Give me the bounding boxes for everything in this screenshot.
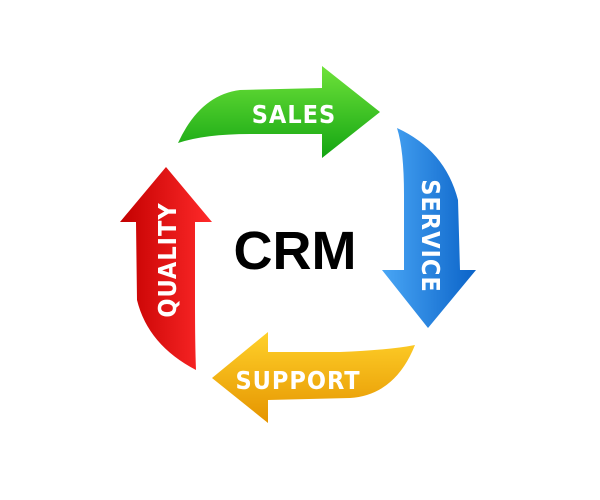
quality-label: QUALITY	[153, 202, 182, 317]
support-label: SUPPORT	[235, 366, 360, 395]
service-arrow: SERVICE	[382, 128, 476, 328]
quality-arrow: QUALITY	[120, 167, 212, 370]
crm-title: CRM	[234, 221, 357, 281]
sales-arrow: SALES	[178, 66, 380, 158]
service-label: SERVICE	[416, 179, 445, 293]
sales-label: SALES	[252, 100, 337, 129]
support-arrow: SUPPORT	[212, 332, 415, 423]
